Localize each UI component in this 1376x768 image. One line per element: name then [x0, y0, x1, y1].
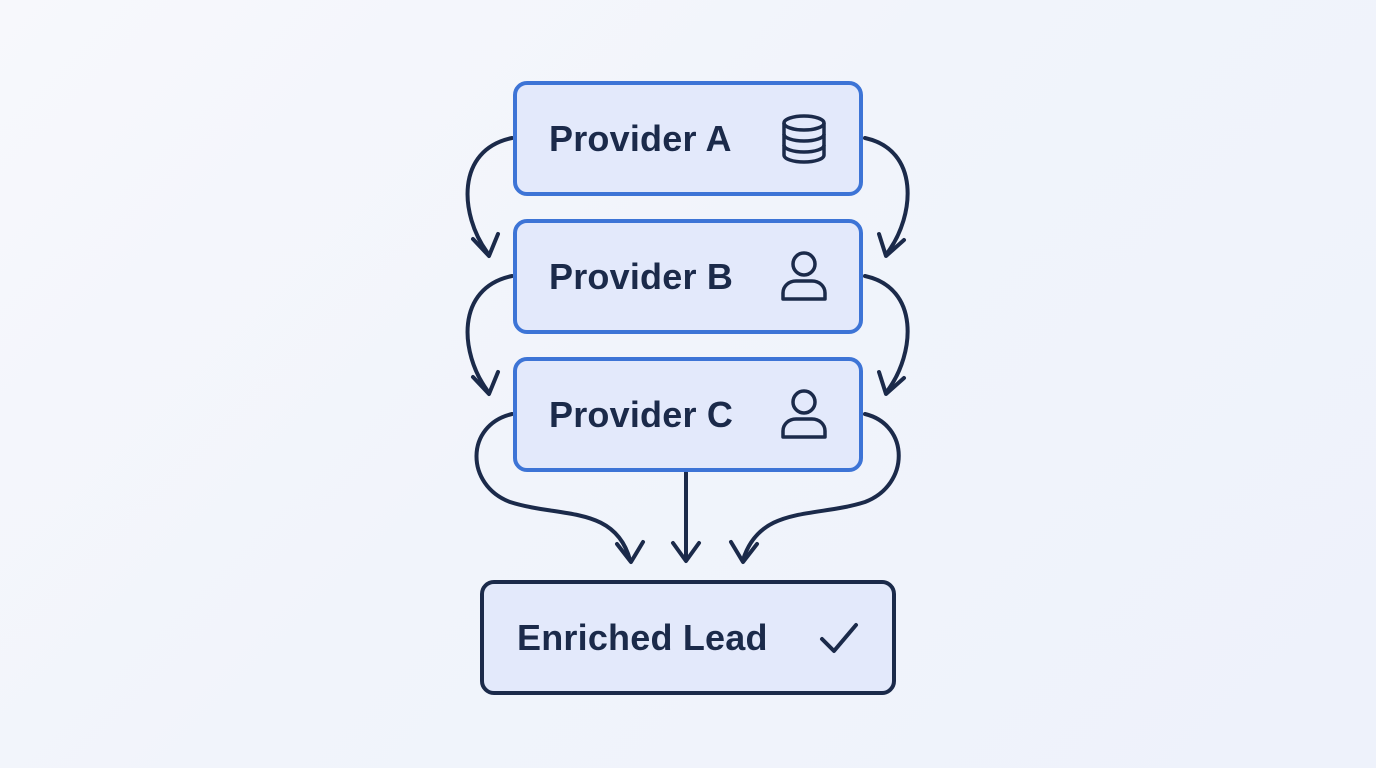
- database-icon: [782, 113, 826, 164]
- provider-a-node: Provider A: [513, 81, 863, 196]
- provider-c-label: Provider C: [549, 393, 734, 435]
- arrow-a-to-b-right: [863, 136, 910, 258]
- provider-b-label: Provider B: [549, 255, 734, 297]
- arrow-c-to-result-center: [671, 470, 701, 563]
- arrow-c-to-result-left: [474, 412, 645, 564]
- arrow-c-to-result-right: [729, 412, 901, 564]
- enriched-lead-node: Enriched Lead: [480, 580, 896, 695]
- enriched-lead-label: Enriched Lead: [517, 616, 768, 658]
- checkmark-icon: [820, 622, 858, 653]
- user-icon: [781, 388, 827, 439]
- provider-a-label: Provider A: [549, 117, 732, 159]
- provider-c-node: Provider C: [513, 357, 863, 472]
- arrow-a-to-b-left: [465, 136, 514, 258]
- arrow-b-to-c-left: [465, 274, 514, 396]
- arrow-b-to-c-right: [863, 274, 910, 396]
- provider-b-node: Provider B: [513, 219, 863, 334]
- user-icon: [781, 250, 827, 301]
